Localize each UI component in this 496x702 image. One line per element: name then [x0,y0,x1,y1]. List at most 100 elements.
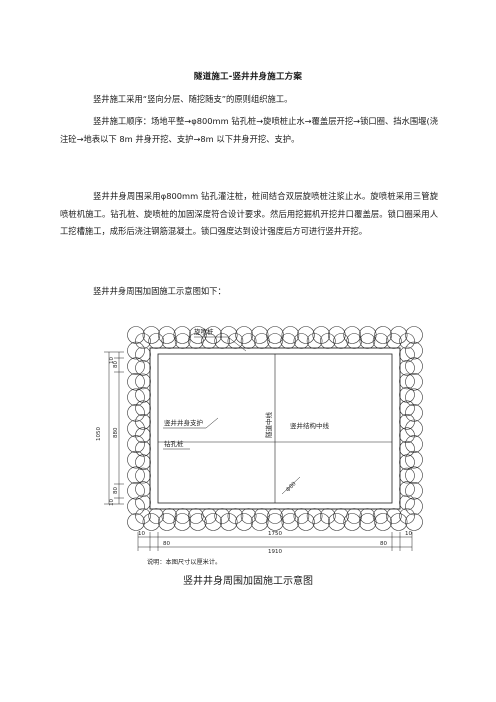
pile-circle [399,413,415,430]
pile-circle [399,333,415,349]
support-label: 竖井井身支护 [164,418,203,427]
paragraph-method: 竖井井身周围采用φ800mm 钻孔灌注桩，桩间结合双层旋喷桩注浆止水。旋喷桩采用… [60,191,438,236]
jet-pile-leader [194,336,247,352]
dim-left-80-bot: 80 [113,487,119,494]
pile-circle [319,508,336,524]
pile-circle [235,513,253,531]
pile-circle [405,372,423,391]
pile-circle [267,508,283,524]
pile-circle [267,333,283,349]
pile-circle [399,427,415,444]
dim-bottom-1750: 1750 [268,531,282,537]
pile-diameter-label: Φ80 [285,481,298,494]
pile-circle [372,508,389,524]
pile-circle [405,341,423,360]
pile-circle [405,513,423,531]
pile-circle [405,419,423,438]
pile-circle [399,454,415,471]
pile-circle [293,508,310,524]
lock-ring-outer [149,347,401,510]
pile-circle [135,386,151,403]
dim-bottom-80-right: 80 [380,541,387,547]
pile-circle [135,454,151,471]
pile-circle [127,435,145,453]
pile-circle [385,508,402,524]
pile-circle [189,326,207,344]
pile-circle [240,333,257,349]
pile-circle [399,494,415,511]
pile-circle [319,333,336,349]
pile-circle [359,508,376,524]
pile-circle [399,373,415,390]
pile-circle [281,513,300,531]
pile-circle [240,508,257,524]
pile-circle [297,326,315,344]
figure-caption: 竖井井身周围加固施工示意图 [183,576,313,587]
bored-pile-label: 钻孔桩 [164,439,184,448]
pile-circle [127,372,145,391]
pile-circle [281,326,300,344]
pile-circle [399,440,415,457]
pile-circle [280,508,297,524]
dim-left-880: 880 [113,427,119,438]
pile-circle [158,513,176,531]
paragraph-sequence: 竖井施工顺序：场地平整→φ800mm 钻孔桩→旋喷桩止水→覆盖层开挖→锁口圈、挡… [60,116,438,144]
pile-circle [293,333,310,349]
pile-circle [158,326,176,344]
bored-pile-ring [127,326,423,531]
pile-circle [374,326,392,344]
pile-circle [399,467,415,484]
pile-circle [399,386,415,403]
pile-circle [333,508,349,524]
pile-circle [312,326,331,344]
pile-circle [135,400,151,417]
document-title: 隧道施工-竖井井身施工方案 [193,72,303,82]
shaft-centerline-label: 竖井结构中线 [290,421,330,430]
pile-circle [214,508,230,524]
pile-circle [135,467,151,484]
dim-bottom-10-left: 10 [138,531,145,537]
pile-circle [135,508,151,524]
pile-circle [253,333,270,349]
pile-circle [135,481,151,497]
dim-bottom-1910: 1910 [268,549,282,555]
dim-bottom-10-right: 10 [405,531,412,537]
pile-circle [343,513,362,531]
pile-circle [346,333,363,349]
figure-note: 说明：本图尺寸以厘米计。 [147,558,221,566]
tunnel-centerline-label: 隧道中线 [264,412,273,439]
pile-circle [405,435,423,453]
pile-circle [189,513,207,531]
pile-circle [161,508,178,524]
pile-circle [174,333,191,349]
pile-circle [359,333,376,349]
pile-circle [346,508,363,524]
support-leader [163,417,219,429]
pile-circle [250,326,269,344]
pile-circle [405,326,423,344]
pile-circle [135,440,151,457]
pile-circle [148,508,164,524]
pile-circle [161,333,178,349]
pile-circle [372,333,389,349]
dim-left-1050: 1050 [96,427,102,441]
pile-circle [389,326,408,344]
pile-circle [127,341,145,360]
pile-circle [174,508,191,524]
pile-circle [405,497,423,516]
pile-circle [227,508,244,524]
pile-circle [127,404,145,422]
pile-circle [188,508,204,524]
paragraph-figure-intro: 竖井井身周围加固施工示意图如下： [93,286,226,296]
pile-circle [127,513,145,531]
pile-circle [312,513,331,531]
pile-circle [142,326,161,344]
paragraph-principle: 竖井施工采用“竖向分层、随挖随支”的原则组织施工。 [93,94,293,104]
pile-circle [135,494,151,511]
pile-circle [148,333,164,349]
pile-circle [333,333,349,349]
pile-circle [127,326,145,344]
pile-circle [280,333,297,349]
dim-left-10-bot: 10 [109,499,115,506]
